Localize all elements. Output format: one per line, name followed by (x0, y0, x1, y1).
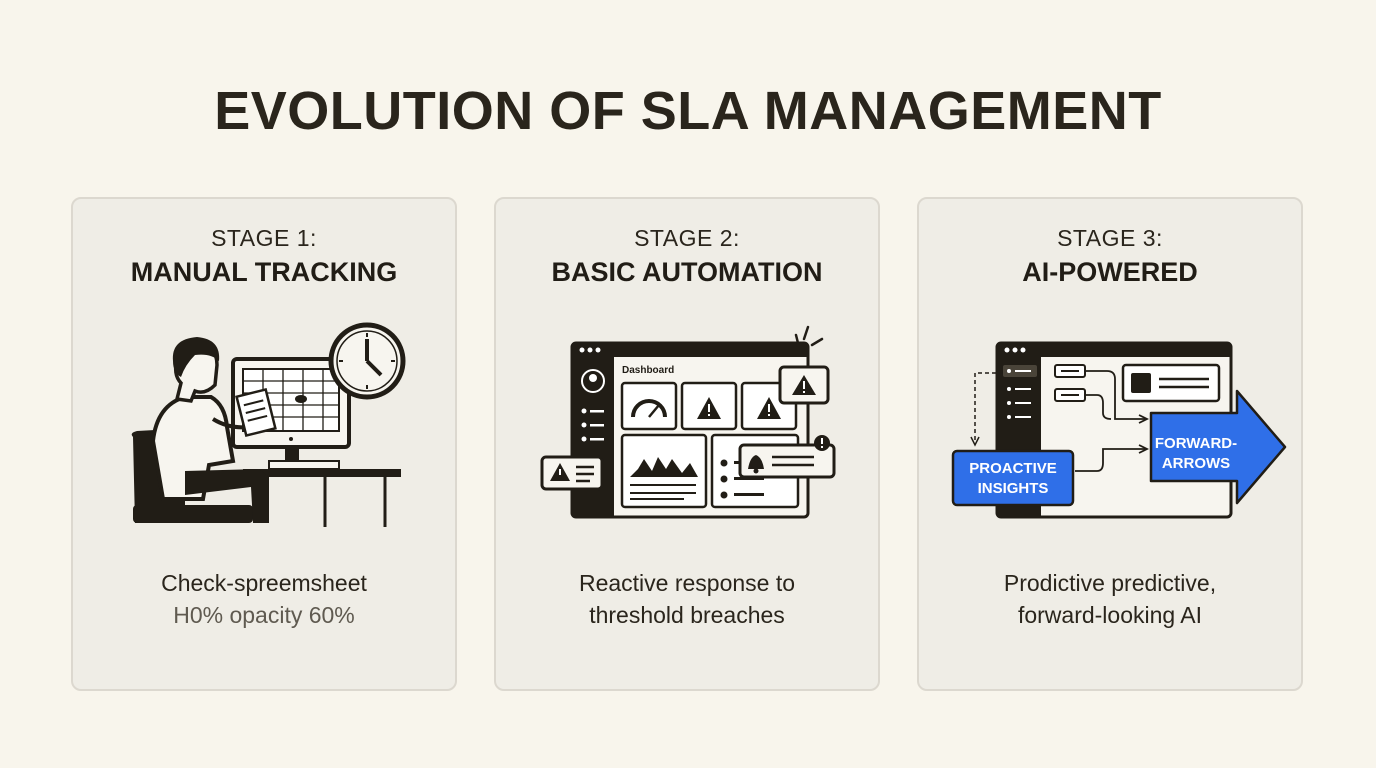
warning-icon (697, 397, 721, 419)
dashboard-icon: Dashboard (540, 325, 836, 519)
stage-name: AI-POWERED (1022, 257, 1198, 287)
warning-icon (792, 375, 816, 395)
stage-label: STAGE 2: (634, 225, 740, 251)
proactive-insights-label-2: INSIGHTS (978, 480, 1049, 497)
dashboard-label: Dashboard (622, 365, 674, 376)
wall-clock-icon (328, 322, 406, 400)
person-at-computer-icon (131, 322, 406, 527)
forward-arrows-label-2: ARROWS (1162, 455, 1230, 472)
stage-card-ai-powered: STAGE 3: AI-POWERED (917, 197, 1303, 691)
forward-arrows-label-1: FORWARD- (1155, 435, 1237, 452)
stage-description: Prodictive predictive, forward-looking A… (1003, 570, 1217, 628)
proactive-insights-label-1: PROACTIVE (969, 460, 1057, 477)
forward-arrow-icon: FORWARD- ARROWS (1149, 389, 1287, 505)
stage-description: Check-spreemsheet H0% opacity 60% (161, 570, 367, 628)
stage-name: MANUAL TRACKING (130, 257, 398, 287)
gauge-icon (631, 399, 667, 418)
stage-description: Reactive response to threshold breaches (578, 570, 796, 628)
stage-label: STAGE 3: (1057, 225, 1163, 251)
ai-flow-icon: FORWARD- ARROWS PROACTIVE INSIGHTS (951, 341, 1287, 519)
bell-icon (748, 455, 764, 474)
stage-name: BASIC AUTOMATION (551, 257, 823, 287)
warning-icon (757, 397, 781, 419)
page-title: EVOLUTION OF SLA MANAGEMENT (214, 81, 1162, 141)
stage-label: STAGE 1: (211, 225, 317, 251)
stage-card-manual-tracking: STAGE 1: MANUAL TRACKING (71, 197, 457, 691)
warning-icon (550, 463, 570, 481)
stage-card-basic-automation: STAGE 2: BASIC AUTOMATION Dashboard (494, 197, 880, 691)
